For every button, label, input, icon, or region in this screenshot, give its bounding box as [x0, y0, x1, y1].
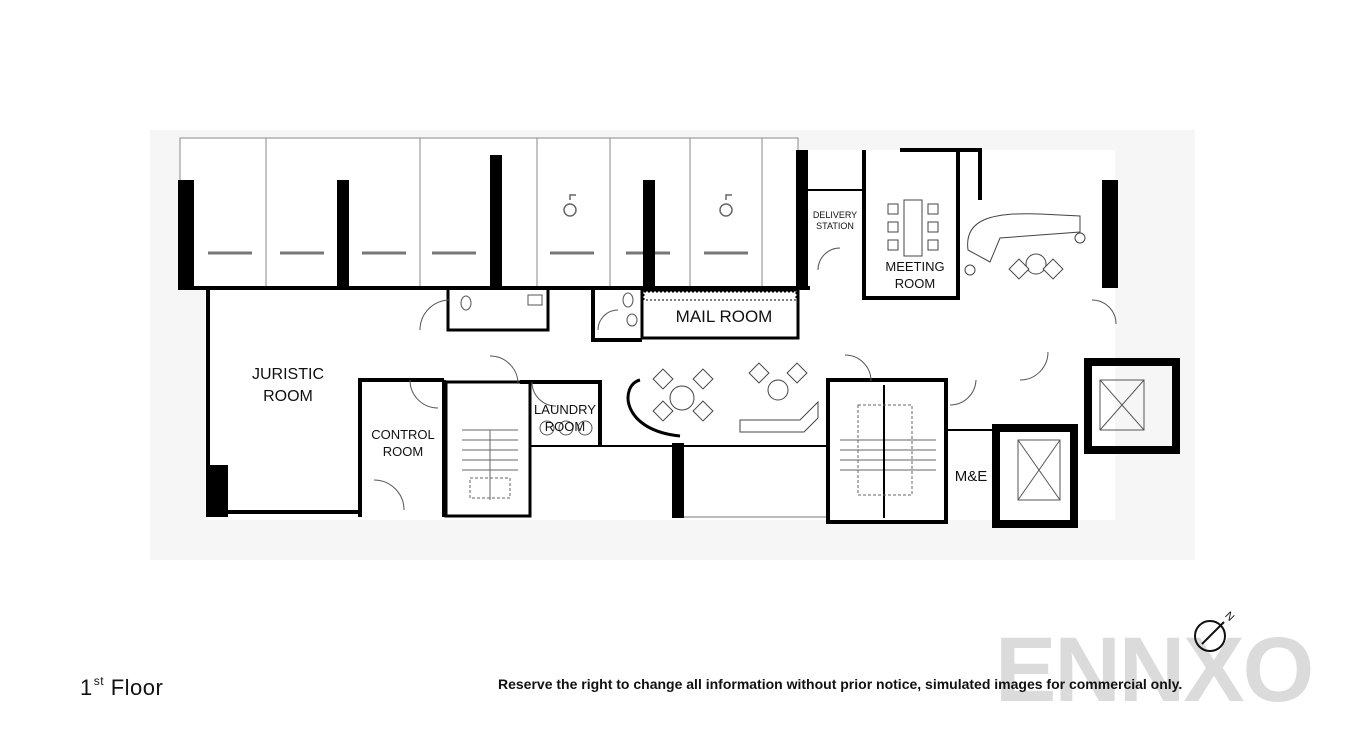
floor-title: 1st Floor — [80, 674, 163, 701]
floor-title-suffix: Floor — [104, 675, 164, 700]
toilet-fixtures — [460, 292, 638, 436]
watermark: ENNXO — [995, 619, 1314, 721]
door-swings — [373, 247, 1117, 511]
columns — [178, 150, 1118, 518]
lounge-furniture — [626, 362, 819, 438]
room-label-meeting-line2: ROOM — [894, 275, 936, 291]
floor-title-number: 1 — [80, 675, 93, 700]
room-label-me: M&E — [954, 468, 988, 485]
room-label-control: CONTROL ROOM — [364, 427, 442, 460]
stair-west — [462, 429, 518, 500]
room-label-control-line2: ROOM — [382, 443, 424, 459]
north-label: N — [1222, 610, 1236, 624]
room-label-meeting: MEETING ROOM — [872, 259, 958, 292]
room-label-laundry: LAUNDRY ROOM — [528, 402, 602, 435]
north-arrow-icon: N — [1194, 610, 1236, 652]
disclaimer-text: Reserve the right to change all informat… — [498, 676, 1183, 692]
room-label-delivery: DELIVERY STATION — [808, 210, 862, 232]
floor-title-ordinal: st — [93, 674, 105, 688]
room-label-delivery-line1: DELIVERY — [812, 210, 858, 220]
room-label-mail: MAIL ROOM — [675, 307, 773, 326]
lift-cars — [1017, 379, 1145, 501]
room-label-control-line1: CONTROL — [371, 427, 435, 442]
walls — [178, 148, 1180, 528]
accessible-parking-icon — [563, 194, 733, 217]
room-label-juristic-line2: ROOM — [263, 388, 313, 406]
stair-east — [840, 385, 936, 518]
room-label-juristic: JURISTIC ROOM — [236, 366, 340, 407]
room-label-delivery-line2: STATION — [816, 221, 854, 232]
room-label-juristic-line1: JURISTIC — [252, 366, 324, 383]
mail-room-shelving — [640, 288, 800, 340]
parking-bays — [179, 137, 799, 289]
room-label-laundry-line2: ROOM — [544, 418, 586, 434]
room-label-laundry-line1: LAUNDRY — [534, 402, 596, 417]
meeting-table — [887, 199, 939, 257]
room-label-meeting-line1: MEETING — [885, 259, 945, 274]
reception-area — [964, 213, 1086, 280]
